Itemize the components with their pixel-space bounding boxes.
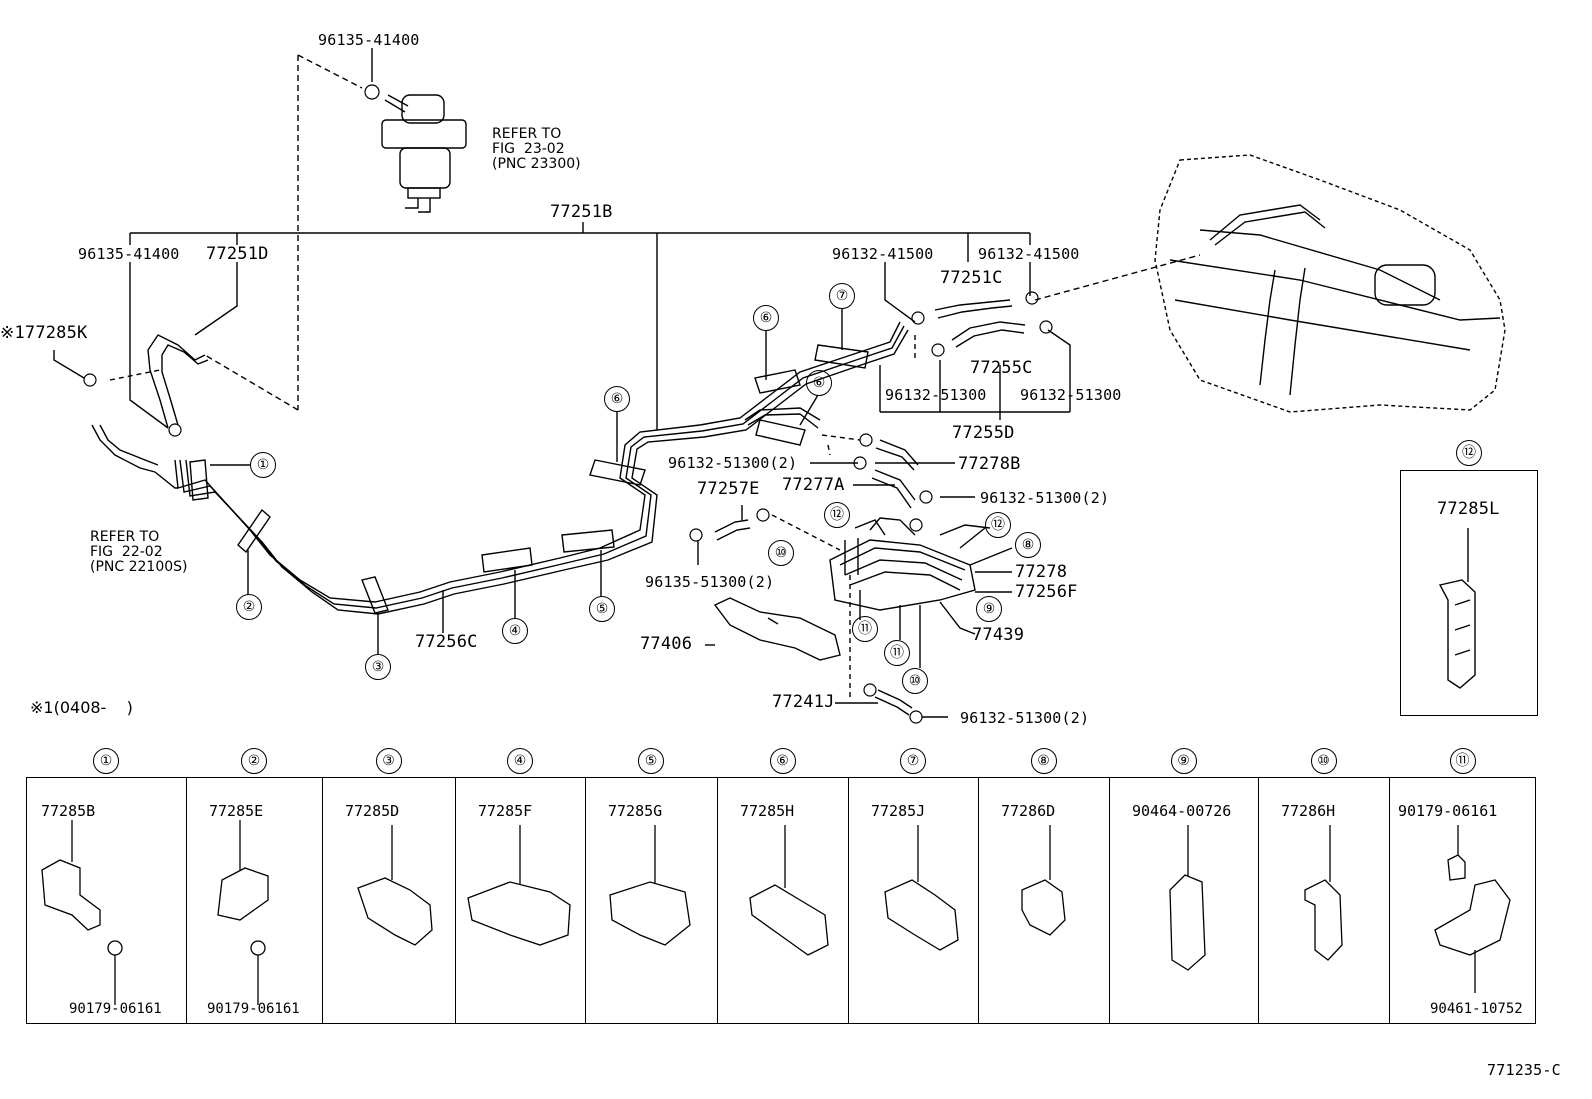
callout-circle-8: ⑧ [1015, 532, 1041, 558]
key-number-7: ⑦ [900, 748, 926, 774]
callout-77251b: 77251B [550, 202, 613, 222]
key-number-3: ③ [375, 748, 402, 774]
callout-77278b: 77278B [958, 454, 1021, 474]
key-cell-2: 77285E 90179-06161 [187, 778, 323, 1023]
key-number-11: ⑪ [1449, 748, 1476, 774]
callout-77277a: 77277A [782, 475, 845, 495]
key-part-number: 77285D [345, 802, 400, 820]
callout-77439: 77439 [972, 625, 1025, 645]
callout-96135-41400-left: 96135-41400 [78, 245, 180, 263]
key-secondary-part-number: 90461-10752 [1430, 1001, 1523, 1017]
key-secondary-part-number: 90179-06161 [69, 1001, 162, 1017]
key-cell-3: 77285D [323, 778, 456, 1023]
key-cell-7: 77285J [849, 778, 979, 1023]
callout-circle-11a: ⑪ [852, 616, 878, 642]
period-note: ※1(0408- ) [30, 698, 133, 717]
callout-77241j: 77241J [772, 692, 835, 712]
callout-circle-6a: ⑥ [604, 386, 630, 412]
clamp-key-table: 77285B 90179-06161 77285E 90179-06161 77285D… [26, 777, 1536, 1024]
callout-77255c: 77255C [970, 358, 1033, 378]
callout-circle-12a: ⑫ [824, 502, 850, 528]
callout-96135-41400-top: 96135-41400 [318, 31, 420, 49]
callout-96132-41500-a: 96132-41500 [832, 245, 934, 263]
callout-circle-1: ① [250, 452, 276, 478]
key-cell-5: 77285G [586, 778, 718, 1023]
key-part-number: 77286H [1281, 802, 1336, 820]
key-number-1: ① [93, 748, 119, 774]
key-number-8: ⑧ [1030, 748, 1057, 774]
key-part-number: 77285B [41, 802, 96, 820]
callout-77255d: 77255D [952, 423, 1015, 443]
callout-77256c: 77256C [415, 632, 478, 652]
callout-circle-2: ② [236, 594, 262, 620]
key-number-4: ④ [507, 748, 533, 774]
callout-96132-51300-2a: 96132-51300(2) [668, 454, 798, 472]
key-number-5: ⑤ [638, 748, 664, 774]
key-number-2: ② [241, 748, 267, 774]
key-part-number: 77285E [209, 802, 264, 820]
callout-96132-51300-2c: 96132-51300(2) [960, 709, 1090, 727]
key-part-number: 77285G [608, 802, 663, 820]
callout-177285k: ※177285K [0, 323, 88, 343]
box12-part-number: 77285L [1437, 499, 1500, 519]
callout-77251d: 77251D [206, 244, 269, 264]
key-number-9: ⑨ [1170, 748, 1197, 774]
figure-id: 771235-C [1487, 1061, 1561, 1079]
key-cell-11: 90179-06161 90461-10752 [1390, 778, 1537, 1023]
callout-96132-51300-2b: 96132-51300(2) [980, 489, 1110, 507]
key-part-number: 77285J [871, 802, 926, 820]
key-number-6: ⑥ [769, 748, 796, 774]
box12-number: ⑫ [1456, 440, 1482, 466]
clamp-12-detail-box: 77285L [1400, 470, 1538, 716]
callout-96132-51300-a: 96132-51300 [885, 386, 987, 404]
callout-circle-6c: ⑥ [806, 370, 832, 396]
refer-note-fig-22-02: REFER TO FIG 22-02 (PNC 22100S) [90, 529, 188, 575]
callout-77251c: 77251C [940, 268, 1003, 288]
key-cell-9: 90464-00726 [1110, 778, 1259, 1023]
callout-circle-5: ⑤ [589, 596, 615, 622]
key-cell-4: 77285F [456, 778, 586, 1023]
callout-circle-9: ⑨ [976, 596, 1002, 622]
callout-77256f: 77256F [1015, 582, 1078, 602]
callout-circle-12b: ⑫ [985, 512, 1011, 538]
callout-circle-10b: ⑩ [902, 668, 928, 694]
key-cell-10: 77286H [1259, 778, 1390, 1023]
key-secondary-part-number: 90179-06161 [207, 1001, 300, 1017]
callout-circle-11b: ⑪ [884, 640, 910, 666]
key-part-number: 90464-00726 [1132, 802, 1232, 820]
callout-96132-51300-b: 96132-51300 [1020, 386, 1122, 404]
key-part-number: 90179-06161 [1398, 802, 1498, 820]
key-cell-6: 77285H [718, 778, 849, 1023]
callout-77406: 77406 [640, 634, 693, 654]
key-part-number: 77286D [1001, 802, 1056, 820]
key-cell-1: 77285B 90179-06161 [27, 778, 187, 1023]
callout-77278: 77278 [1015, 562, 1068, 582]
callout-96135-51300-2: 96135-51300(2) [645, 573, 775, 591]
callout-circle-7: ⑦ [829, 283, 855, 309]
key-cell-8: 77286D [979, 778, 1110, 1023]
callout-circle-10a: ⑩ [768, 540, 794, 566]
key-number-10: ⑩ [1310, 748, 1337, 774]
callout-circle-6b: ⑥ [753, 305, 779, 331]
callout-77257e: 77257E [697, 479, 760, 499]
callout-96132-41500-b: 96132-41500 [978, 245, 1080, 263]
refer-note-fig-23-02: REFER TO FIG 23-02 (PNC 23300) [492, 126, 581, 172]
callout-circle-4: ④ [502, 618, 528, 644]
key-part-number: 77285H [740, 802, 795, 820]
key-part-number: 77285F [478, 802, 533, 820]
callout-circle-3: ③ [365, 654, 391, 680]
